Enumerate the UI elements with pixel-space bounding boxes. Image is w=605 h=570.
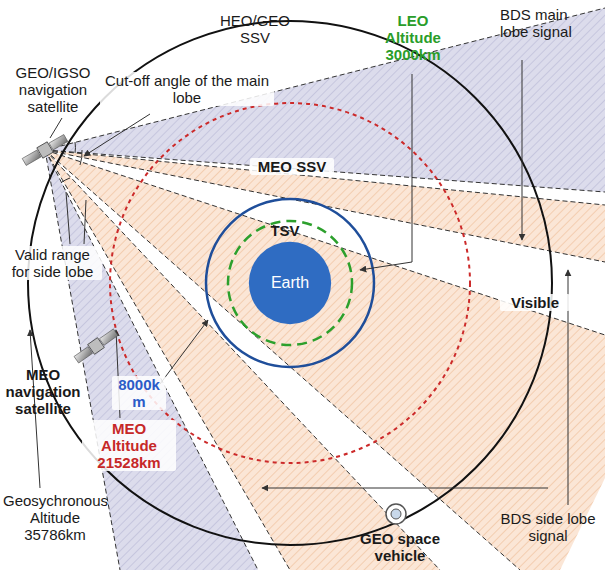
signal-beams — [45, 8, 605, 570]
geo-igso-satellite-icon — [21, 133, 69, 167]
side-lobe-beam — [45, 150, 605, 570]
beam-edges — [45, 8, 605, 570]
label: GEO space vehicle — [350, 530, 450, 564]
geo-orbit — [28, 21, 552, 545]
orbit-8000km — [206, 199, 374, 367]
label: 8000km — [112, 376, 166, 410]
label: GEO/IGSO navigation satellite — [3, 64, 103, 115]
label: MEO Altitude 21528km — [82, 420, 176, 471]
label: Valid range for side lobe — [3, 246, 102, 280]
label: MEO navigation satellite — [3, 366, 83, 417]
earth-circle: Earth — [248, 241, 332, 325]
label: Geosychronous Altitude 35786km — [3, 492, 107, 543]
cut-off-angle-marks — [62, 142, 82, 182]
label: MEO SSV — [250, 158, 334, 175]
geo-space-vehicle-icon — [386, 504, 406, 524]
leader-lines — [30, 60, 568, 505]
label: Cut-off angle of the main lobe — [100, 72, 274, 106]
leo-orbit — [228, 221, 352, 345]
node-text: Earth — [271, 274, 309, 292]
earth-disc — [249, 242, 331, 324]
label: Visible — [500, 294, 570, 311]
orbits — [28, 21, 552, 545]
label: TSV — [262, 222, 308, 239]
label: BDS main lobe signal — [500, 6, 600, 40]
meo-orbit — [110, 103, 470, 463]
label: LEO Altitude 3000km — [368, 12, 458, 63]
label: HEO/GEO SSV — [205, 12, 305, 46]
label: BDS side lobe signal — [496, 510, 600, 544]
meo-satellite-icon — [73, 327, 119, 364]
